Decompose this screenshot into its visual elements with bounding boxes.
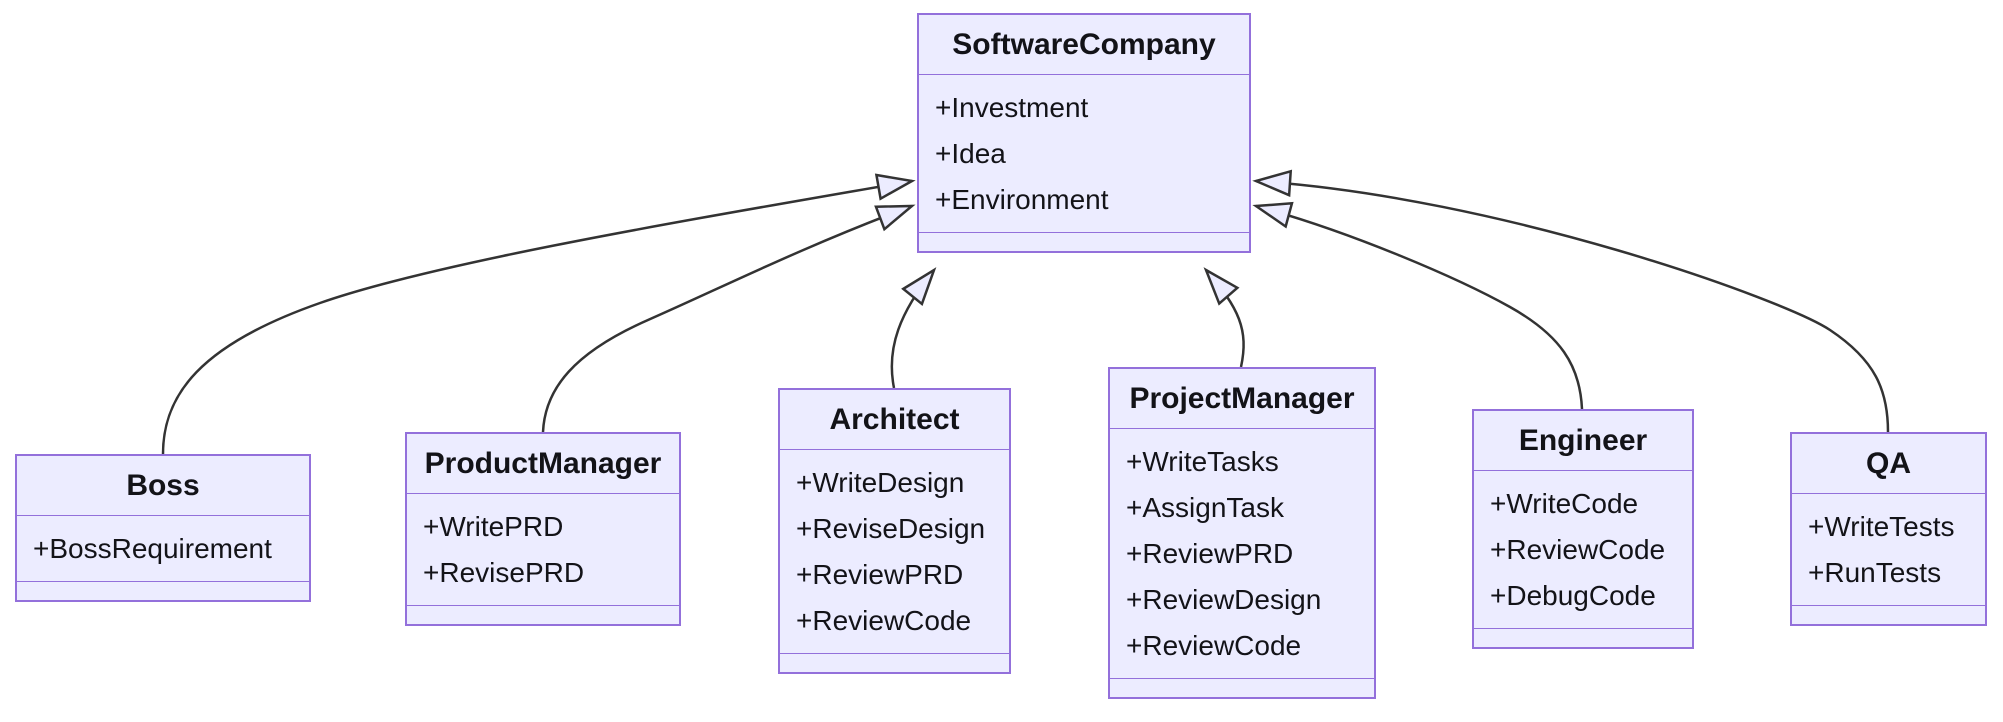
class-member: +DebugCode [1490,580,1656,611]
class-member: +ReviewPRD [1126,538,1294,569]
class-member: +ReviewPRD [796,559,964,590]
class-qa: QA +WriteTests +RunTests [1790,432,1987,626]
class-member: +ReviseDesign [796,513,986,544]
class-member: +WriteTests [1808,511,1955,542]
class-members-productmanager: +WritePRD +RevisePRD [407,494,679,605]
class-member: +WritePRD [423,511,564,542]
class-title-softwarecompany: SoftwareCompany [919,15,1249,75]
class-member: +RunTests [1808,557,1942,588]
class-member: +Idea [935,138,1006,169]
class-member: +ReviewCode [1126,630,1302,661]
class-member: +AssignTask [1126,492,1284,523]
class-members-boss: +BossRequirement [17,516,309,581]
class-title-qa: QA [1792,434,1985,494]
edge-projectmanager-inherits-softwarecompany [1203,267,1245,368]
class-member: +Environment [935,184,1109,215]
class-title-projectmanager: ProjectManager [1110,369,1374,429]
class-boss: Boss +BossRequirement [15,454,311,602]
edge-qa-inherits-softwarecompany [1252,169,1890,433]
class-member: +WriteTasks [1126,446,1279,477]
class-members-engineer: +WriteCode +ReviewCode +DebugCode [1474,471,1692,628]
edge-architect-inherits-softwarecompany [890,267,937,389]
empty-methods-compartment [1110,678,1374,697]
empty-methods-compartment [407,605,679,624]
class-member: +ReviewCode [1490,534,1666,565]
class-softwarecompany: SoftwareCompany +Investment +Idea +Envir… [917,13,1251,253]
class-title-boss: Boss [17,456,309,516]
edge-boss-inherits-softwarecompany [161,173,916,455]
edge-engineer-inherits-softwarecompany [1252,201,1584,410]
class-member: +ReviewCode [796,605,972,636]
class-members-projectmanager: +WriteTasks +AssignTask +ReviewPRD +Revi… [1110,429,1374,678]
class-title-engineer: Engineer [1474,411,1692,471]
class-member: +WriteDesign [796,467,965,498]
empty-methods-compartment [1474,628,1692,647]
class-title-architect: Architect [780,390,1009,450]
class-member: +Investment [935,92,1089,123]
class-member: +BossRequirement [33,533,272,564]
class-engineer: Engineer +WriteCode +ReviewCode +DebugCo… [1472,409,1694,649]
empty-methods-compartment [17,581,309,600]
empty-methods-compartment [780,653,1009,672]
class-members-qa: +WriteTests +RunTests [1792,494,1985,605]
class-productmanager: ProductManager +WritePRD +RevisePRD [405,432,681,626]
class-members-softwarecompany: +Investment +Idea +Environment [919,75,1249,232]
edge-productmanager-inherits-softwarecompany [541,204,916,433]
class-member: +ReviewDesign [1126,584,1322,615]
class-member: +WriteCode [1490,488,1639,519]
class-architect: Architect +WriteDesign +ReviseDesign +Re… [778,388,1011,674]
class-members-architect: +WriteDesign +ReviseDesign +ReviewPRD +R… [780,450,1009,653]
class-member: +RevisePRD [423,557,585,588]
class-projectmanager: ProjectManager +WriteTasks +AssignTask +… [1108,367,1376,699]
empty-methods-compartment [1792,605,1985,624]
class-title-productmanager: ProductManager [407,434,679,494]
empty-methods-compartment [919,232,1249,251]
